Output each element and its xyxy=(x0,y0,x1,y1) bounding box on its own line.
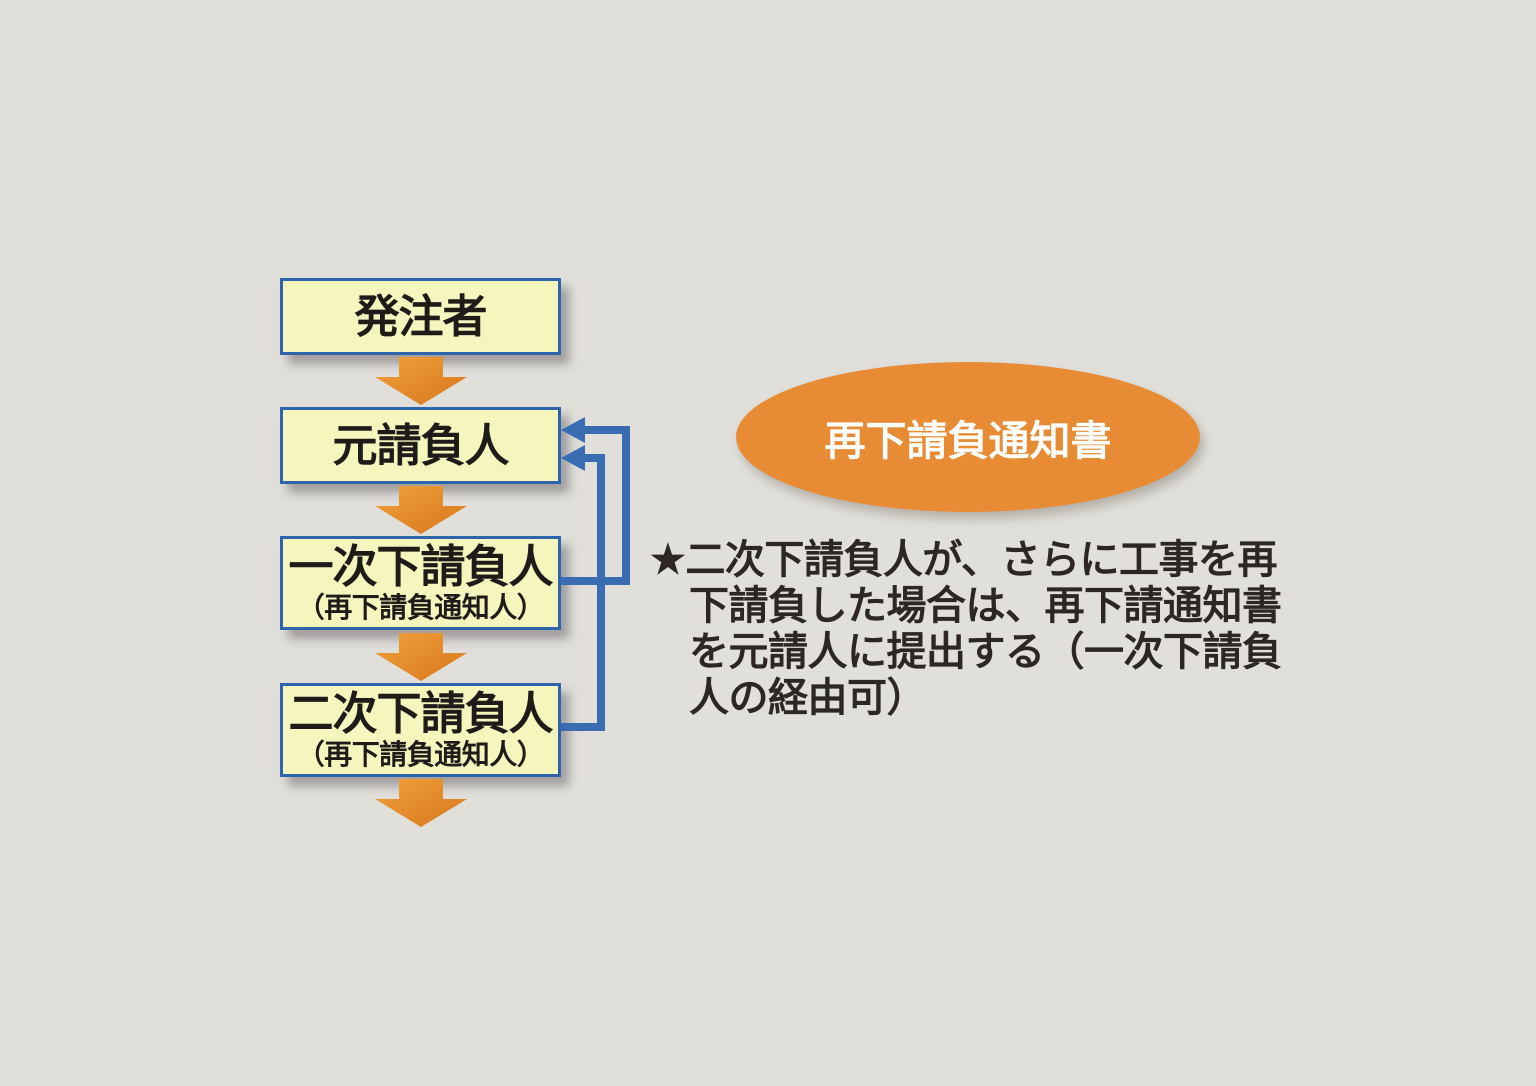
connector-arrowhead-icon-first-tier xyxy=(561,417,585,443)
note-line-1: ★二次下請負人が、さらに工事を再 xyxy=(650,537,1340,583)
note-line-3: を元請人に提出する（一次下請負 xyxy=(689,630,1282,674)
flow-box-second-tier-sublabel: （再下請負通知人） xyxy=(296,738,545,770)
connector-line-second-tier xyxy=(561,454,605,731)
connector-arrowhead-icon-second-tier xyxy=(561,445,585,471)
flow-box-second-tier-subcontractor: 二次下請負人 （再下請負通知人） xyxy=(280,683,561,777)
note-line-4: 人の経由可） xyxy=(689,676,927,720)
down-arrow-icon-2 xyxy=(375,486,467,534)
flow-box-second-tier-label: 二次下請負人 xyxy=(288,688,553,740)
flow-box-first-tier-label: 一次下請負人 xyxy=(288,541,553,593)
flow-box-orderer-label: 発注者 xyxy=(354,290,487,342)
down-arrow-icon-4 xyxy=(375,779,467,827)
flow-box-prime-contractor-label: 元請負人 xyxy=(332,419,509,471)
flow-box-orderer: 発注者 xyxy=(280,278,561,355)
note-line-1-text: 二次下請負人が、さらに工事を再 xyxy=(685,538,1278,582)
flow-box-prime-contractor: 元請負人 xyxy=(280,407,561,484)
callout-ellipse: 再下請負通知書 xyxy=(736,362,1200,512)
note-line-2: 下請負した場合は、再下請通知書 xyxy=(689,584,1282,628)
down-arrow-icon-3 xyxy=(375,633,467,681)
connector-line-first-tier xyxy=(561,426,630,585)
star-icon: ★ xyxy=(650,538,686,582)
callout-label: 再下請負通知書 xyxy=(824,418,1112,464)
note-text-block: ★二次下請負人が、さらに工事を再 下請負した場合は、再下請通知書 を元請人に提出… xyxy=(650,537,1340,721)
flow-box-first-tier-sublabel: （再下請負通知人） xyxy=(296,591,545,623)
down-arrow-icon-1 xyxy=(375,357,467,405)
flow-box-first-tier-subcontractor: 一次下請負人 （再下請負通知人） xyxy=(280,536,561,630)
